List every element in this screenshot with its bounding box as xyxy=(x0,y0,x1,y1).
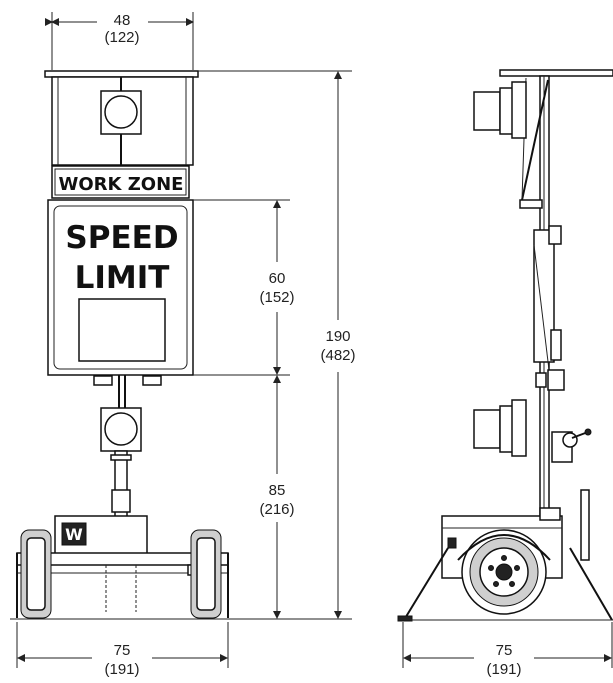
dim-width-inches: 48 xyxy=(114,12,131,29)
front-view: WORK ZONE SPEED LIMIT W xyxy=(10,70,235,620)
dim-lower-height-cm: (216) xyxy=(259,501,294,518)
side-sign-edge xyxy=(533,229,555,363)
dim-sign-height-cm: (152) xyxy=(259,289,294,306)
speed-display-panel xyxy=(78,298,166,362)
side-dim-base-width-inches: 75 xyxy=(496,642,513,659)
work-zone-sign xyxy=(51,165,190,199)
dim-sign-height-inches: 60 xyxy=(269,270,286,287)
limit-text: LIMIT xyxy=(75,260,170,296)
side-dimensions: 75 (191) xyxy=(402,622,613,678)
winch-handle xyxy=(551,428,592,463)
dim-width-cm: (122) xyxy=(104,29,139,46)
side-wheel xyxy=(461,529,547,615)
side-top-bar xyxy=(499,69,613,77)
work-zone-text: WORK ZONE xyxy=(59,174,184,195)
side-outriggers xyxy=(397,547,613,622)
side-upper-beacon xyxy=(473,91,501,131)
dim-lower-height-inches: 85 xyxy=(269,482,286,499)
speed-text: SPEED xyxy=(65,220,178,256)
dim-total-height-cm: (482) xyxy=(320,347,355,364)
logo-badge-letter: W xyxy=(65,525,83,544)
side-view xyxy=(397,69,613,622)
dim-total-height-inches: 190 xyxy=(325,328,350,345)
dim-base-width-inches: 75 xyxy=(114,642,131,659)
side-lower-beacon xyxy=(473,409,501,449)
dim-base-width-cm: (191) xyxy=(104,661,139,678)
side-dim-base-width-cm: (191) xyxy=(486,661,521,678)
top-canopy-bar xyxy=(44,70,199,78)
safety-chains xyxy=(105,565,137,612)
front-dimensions: 48 (122) 60 (152) 85 (216) 190 (482) 75 … xyxy=(16,12,356,678)
logo-badge xyxy=(61,522,87,546)
